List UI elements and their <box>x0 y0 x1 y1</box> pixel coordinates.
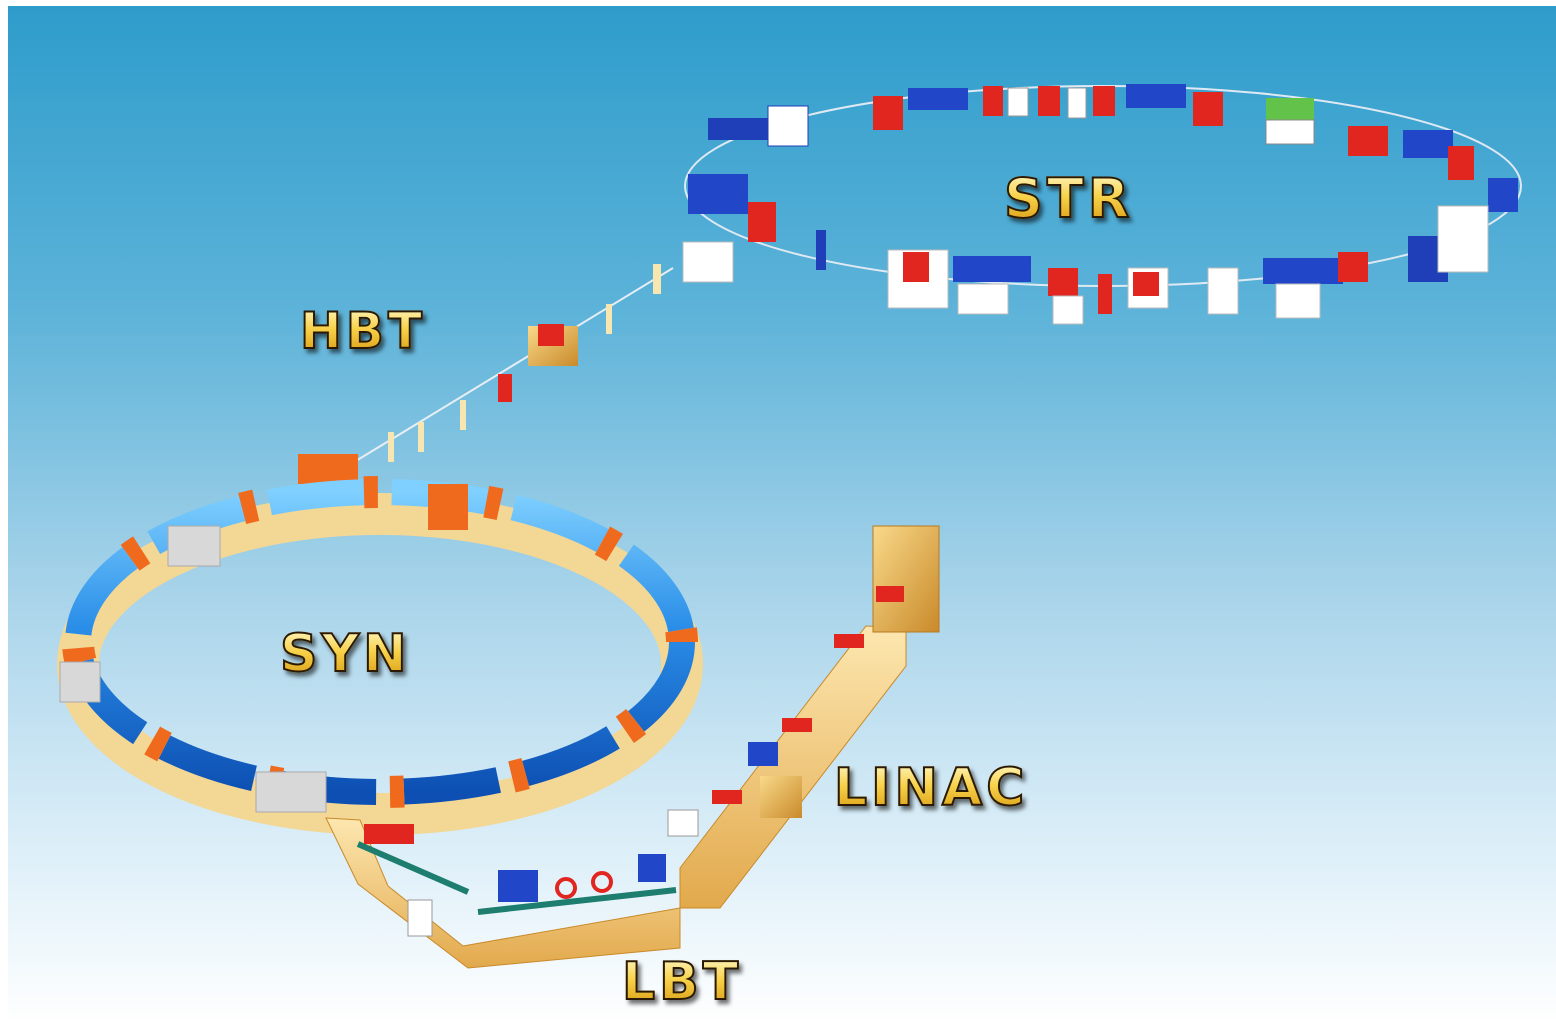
str-near-elements <box>682 174 1489 325</box>
linac-line <box>667 525 940 909</box>
hbt-label: HBT <box>299 302 427 360</box>
str-ring <box>682 84 1522 325</box>
str-far-elements <box>708 84 1518 212</box>
lbt-line <box>325 817 681 969</box>
syn-ring <box>57 476 703 835</box>
accelerator-layout-art <box>57 84 1522 969</box>
linac-label: LINAC <box>833 758 1029 818</box>
syn-label: SYN <box>279 624 411 684</box>
accelerator-diagram: STR HBT SYN LINAC LBT <box>8 6 1556 1025</box>
lbt-label: LBT <box>621 952 743 1012</box>
hbt-line <box>298 264 674 485</box>
str-label: STR <box>1003 167 1134 230</box>
